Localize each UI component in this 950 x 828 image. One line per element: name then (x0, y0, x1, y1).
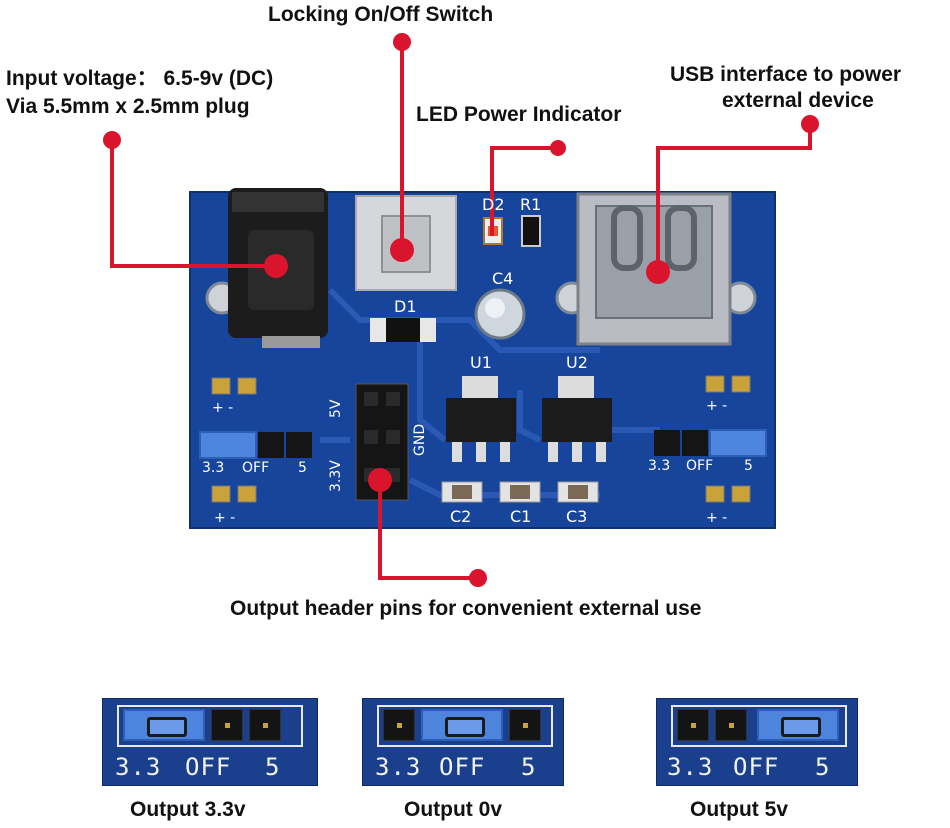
label-5v: 5V (328, 399, 344, 418)
label-pm-3: + - (706, 398, 727, 414)
callout-input-line1: Input voltage： 6.5-9v (DC) (6, 67, 274, 90)
resistor-r1 (521, 215, 541, 247)
label-pm-4: + - (706, 510, 727, 526)
label-c1: C1 (510, 507, 531, 526)
callout-dot-usb (646, 260, 670, 284)
jumper-cap (421, 709, 503, 741)
header-pin (509, 709, 541, 741)
regulator-u2 (542, 376, 612, 462)
panel-frame (377, 705, 553, 747)
label-left-5: 5 (298, 460, 307, 476)
panel-output-0: 3.3 OFF 5 (362, 698, 564, 786)
callout-usb-line2: external device (722, 89, 874, 112)
callout-dot-usb-top (801, 115, 819, 133)
panel-output-5: 3.3 OFF 5 (656, 698, 858, 786)
caption-output-33: Output 3.3v (130, 798, 246, 821)
panel-label-33: 3.3 (667, 753, 714, 781)
callout-dot-switch-top (393, 33, 411, 51)
label-3v3: 3.3V (328, 460, 344, 492)
label-pm-1: + - (212, 400, 233, 416)
label-r1: R1 (520, 195, 541, 214)
callout-dot-header (368, 468, 392, 492)
callout-input-line2: Via 5.5mm x 2.5mm plug (6, 95, 250, 118)
callout-line-led (490, 146, 558, 236)
panel-label-5: 5 (815, 753, 831, 781)
panel-label-33: 3.3 (115, 753, 162, 781)
panel-label-off: OFF (439, 753, 486, 781)
callout-dot-input-top (103, 131, 121, 149)
label-u2: U2 (566, 353, 588, 372)
callout-dot-led-top (550, 140, 566, 156)
label-left-33: 3.3 (202, 460, 224, 476)
label-d2: D2 (482, 195, 505, 214)
callout-usb-line1: USB interface to power (670, 63, 902, 86)
label-c4: C4 (492, 269, 513, 288)
panel-label-off: OFF (185, 753, 232, 781)
callout-dot-switch (390, 238, 414, 262)
panel-label-off: OFF (733, 753, 780, 781)
label-c3: C3 (566, 507, 587, 526)
label-u1: U1 (470, 353, 492, 372)
panel-label-5: 5 (265, 753, 281, 781)
callout-line-usb (656, 124, 812, 270)
callout-dot-header-end (469, 569, 487, 587)
label-d1: D1 (394, 297, 417, 316)
panel-frame (117, 705, 303, 747)
callout-line-input (110, 140, 276, 268)
callout-switch: Locking On/Off Switch (268, 3, 494, 26)
right-jumper (654, 429, 767, 457)
caption-output-5: Output 5v (690, 798, 788, 821)
label-c2: C2 (450, 507, 471, 526)
header-pin (677, 709, 709, 741)
jumper-cap (123, 709, 205, 741)
pm-pins (211, 375, 751, 503)
left-jumper (199, 431, 312, 459)
callout-dot-input (264, 254, 288, 278)
header-pin (383, 709, 415, 741)
label-pm-2: + - (214, 510, 235, 526)
header-pin (249, 709, 281, 741)
label-right-33: 3.3 (648, 458, 670, 474)
callout-line-header (378, 480, 478, 580)
callout-led: LED Power Indicator (416, 103, 622, 126)
label-gnd: GND (412, 424, 428, 456)
caption-output-0: Output 0v (404, 798, 502, 821)
callout-header: Output header pins for convenient extern… (230, 597, 702, 620)
label-right-off: OFF (686, 458, 713, 474)
jumper-cap (757, 709, 839, 741)
header-pin (211, 709, 243, 741)
regulator-u1 (446, 376, 516, 462)
panel-frame (671, 705, 847, 747)
panel-output-33: 3.3 OFF 5 (102, 698, 318, 786)
panel-label-33: 3.3 (375, 753, 422, 781)
header-pin (715, 709, 747, 741)
label-left-off: OFF (242, 460, 269, 476)
label-right-5: 5 (744, 458, 753, 474)
panel-label-5: 5 (521, 753, 537, 781)
